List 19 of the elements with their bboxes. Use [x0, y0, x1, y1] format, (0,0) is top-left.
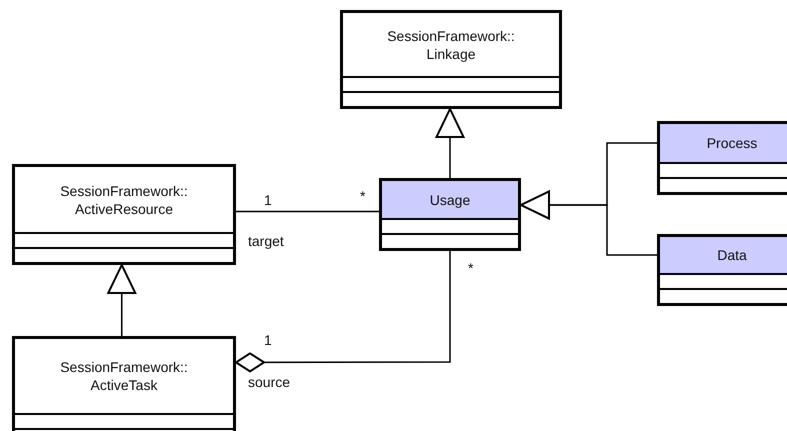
generalization-arrow	[520, 190, 657, 256]
multiplicity-label: 1	[264, 332, 272, 348]
class-name: Process	[706, 134, 758, 152]
class-box	[340, 10, 562, 109]
class-name: Usage	[430, 190, 470, 208]
multiplicity-label: 1	[264, 192, 272, 208]
generalization-arrow	[107, 264, 136, 336]
generalization-arrow	[436, 108, 464, 178]
class-name: SessionFramework:: ActiveResource	[59, 182, 189, 218]
aggregation-line	[235, 251, 451, 372]
class-box	[12, 164, 236, 265]
class-box	[379, 178, 521, 251]
class-box	[12, 336, 236, 431]
association-line	[236, 210, 379, 212]
class-box	[657, 121, 787, 195]
class-name: SessionFramework:: Linkage	[386, 26, 516, 62]
class-name: SessionFramework:: ActiveTask	[59, 358, 189, 394]
class-name: Data	[717, 246, 747, 264]
class-box	[657, 234, 787, 306]
